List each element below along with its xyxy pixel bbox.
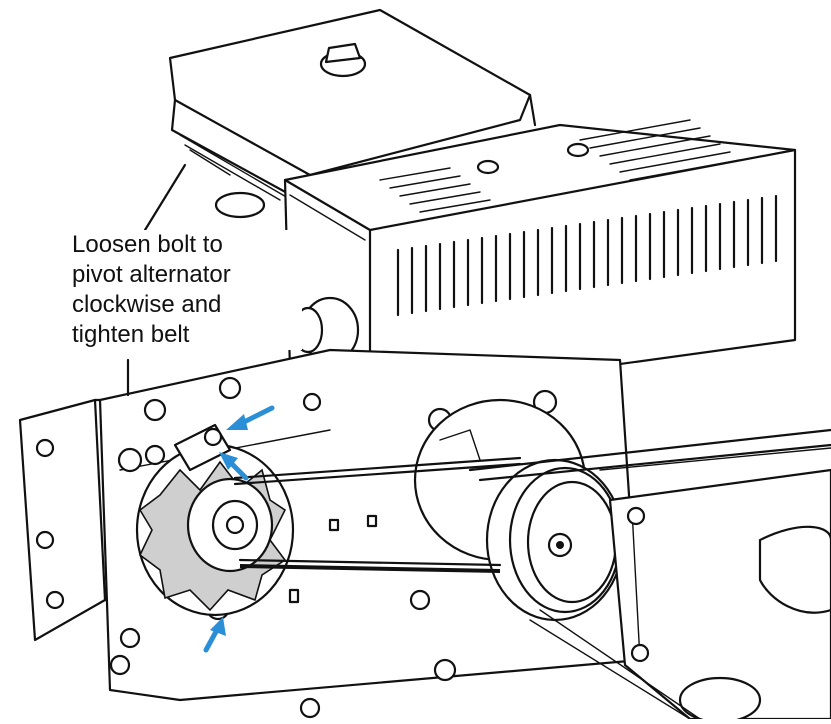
callout-line-3: clockwise and: [72, 291, 222, 318]
right-guard: [529, 468, 831, 724]
callout-line-2: pivot alternator: [72, 261, 231, 288]
callout-line-1: Loosen bolt to: [72, 231, 223, 258]
engine-top-housing: [168, 8, 537, 206]
belt-guard-cover: [214, 119, 797, 412]
arrow-middle: [219, 452, 249, 481]
arrow-lower: [203, 617, 226, 653]
drive-belt: [233, 428, 831, 573]
alternator: [135, 423, 295, 617]
callout-leader-line: [143, 163, 187, 232]
arrow-upper: [226, 405, 275, 430]
callout-line-4: tighten belt: [72, 321, 190, 348]
instruction-callout: Loosen bolt to pivot alternator clockwis…: [72, 230, 302, 350]
